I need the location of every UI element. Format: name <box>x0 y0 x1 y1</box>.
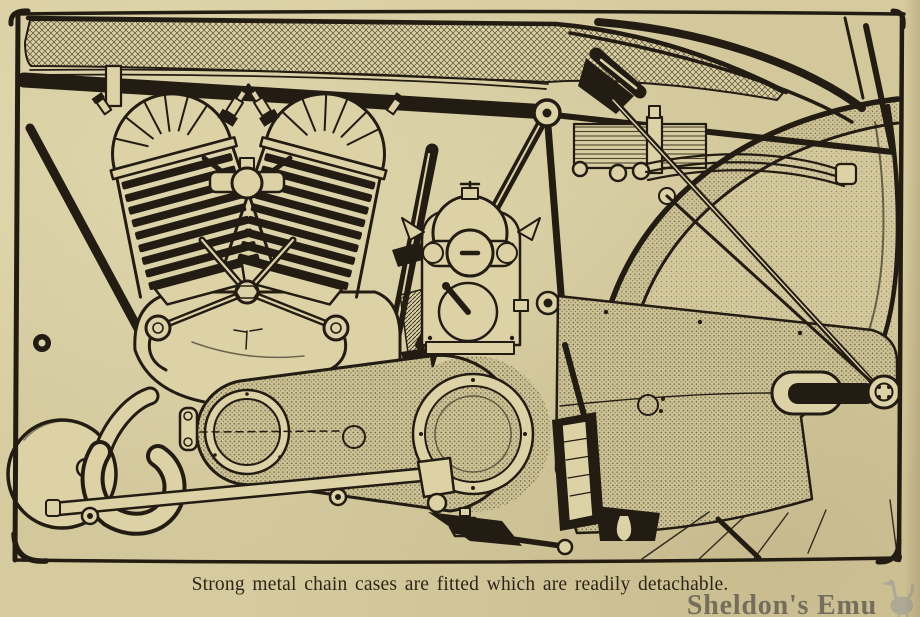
spark-plug-right <box>247 83 280 127</box>
chain-guard <box>552 342 660 541</box>
plate-border <box>8 8 906 565</box>
wheel-spokes <box>641 499 898 562</box>
motorcycle-engine-engraving <box>6 8 906 565</box>
exhaust <box>6 386 187 536</box>
emu-icon <box>881 579 914 617</box>
v-twin-engine <box>33 83 407 405</box>
chain-stays <box>607 93 879 389</box>
figure-caption: Strong metal chain cases are fitted whic… <box>191 574 729 595</box>
watermark-text: Sheldon's Emu <box>686 590 877 617</box>
stand <box>428 512 762 561</box>
watermark: Sheldon's Emu <box>687 577 917 617</box>
magneto <box>401 180 541 355</box>
rear-axle <box>770 370 902 416</box>
footrest-bar <box>45 456 456 526</box>
spark-plug-left <box>217 83 250 127</box>
frame-lug-bolt <box>542 108 552 118</box>
